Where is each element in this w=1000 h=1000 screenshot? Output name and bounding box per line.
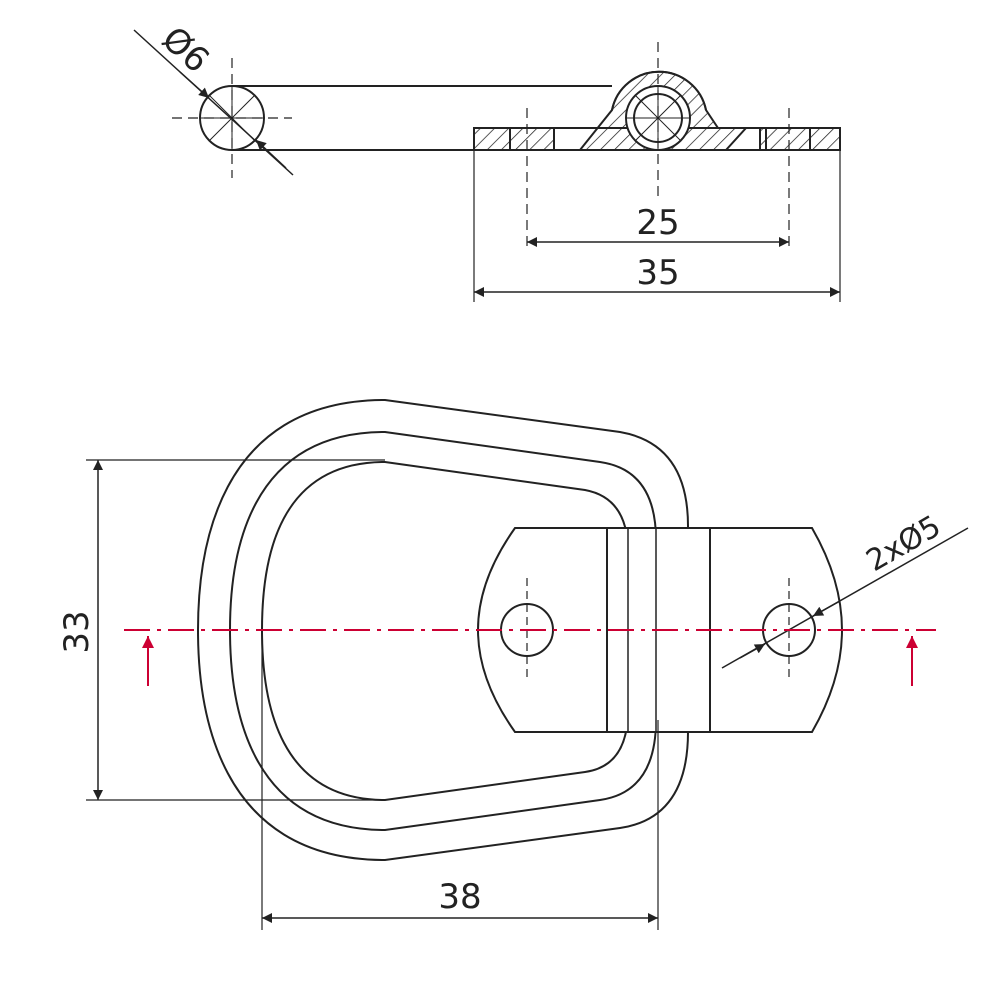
- plan-view: [86, 398, 969, 930]
- dim-plate-length: 35: [636, 253, 679, 293]
- side-view: [133, 29, 841, 302]
- dim-rod-diameter: Ø6: [154, 19, 217, 81]
- dim-hole-spacing: 25: [636, 203, 679, 243]
- section-line: [124, 629, 936, 686]
- extension-lines-width: [261, 630, 659, 930]
- extension-lines-height: [86, 459, 385, 801]
- rod-centermarks-left: [172, 58, 292, 178]
- ring-outer: [196, 398, 689, 862]
- ring-middle: [228, 430, 657, 832]
- plate-hatch-1: [473, 127, 555, 151]
- dim-height: 33: [57, 610, 97, 653]
- dim-hole-diameter: 2xØ5: [861, 509, 947, 579]
- extension-lines-top: [473, 108, 841, 302]
- dim-leader-rod: [133, 29, 294, 176]
- dim-width: 38: [438, 877, 481, 917]
- plate-hatch-2: [759, 127, 841, 151]
